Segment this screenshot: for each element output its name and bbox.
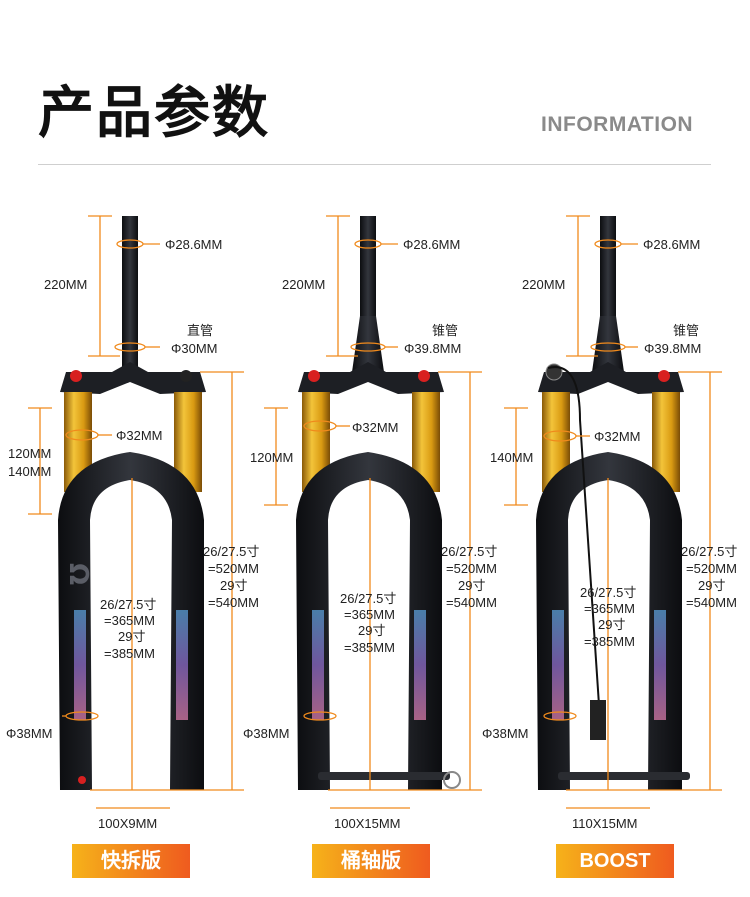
fork-1-lower-diameter: Φ38MM — [6, 726, 53, 741]
fork-3-inner-2: =365MM — [584, 601, 635, 616]
fork-1-inner-1: 26/27.5寸 — [100, 597, 157, 612]
fork-3-crown-diameter: Φ39.8MM — [644, 341, 702, 356]
fork-2-steerer-length: 220MM — [282, 277, 326, 292]
fork-2-a2c-2: =520MM — [446, 561, 497, 576]
fork-1-steerer-diameter: Φ28.6MM — [165, 237, 223, 252]
fork-1-inner-4: =385MM — [104, 646, 155, 661]
fork-1-badge: 快拆版 — [72, 844, 190, 878]
fork-3-steerer-type: 锥管 — [673, 323, 700, 338]
fork-3-drawing — [536, 216, 690, 790]
fork-3-badge: BOOST — [556, 844, 674, 878]
fork-3-a2c-3: 29寸 — [698, 578, 726, 593]
fork-2-travel-a: 120MM — [250, 450, 294, 465]
fork-3-lower-diameter: Φ38MM — [482, 726, 529, 741]
fork-3-a2c-4: =540MM — [686, 595, 737, 610]
fork-2-badge: 桶轴版 — [312, 844, 430, 878]
page-subtitle: INFORMATION — [541, 113, 694, 136]
fork-1-a2c-2: =520MM — [208, 561, 259, 576]
fork-3-a2c-2: =520MM — [686, 561, 737, 576]
fork-3-hub-spacing: 110X15MM — [572, 816, 638, 831]
fork-1-a2c-3: 29寸 — [220, 578, 248, 593]
fork-2-hub-spacing: 100X15MM — [334, 816, 401, 831]
fork-3-inner-1: 26/27.5寸 — [580, 585, 637, 600]
fork-2-inner-4: =385MM — [344, 640, 395, 655]
dimension-lines — [28, 215, 722, 809]
fork-3-inner-3: 29寸 — [598, 617, 626, 632]
fork-1-a2c-1: 26/27.5寸 — [203, 544, 260, 559]
fork-2-inner-1: 26/27.5寸 — [340, 591, 397, 606]
fork-1-travel-a: 120MM — [8, 446, 52, 461]
fork-1-a2c-4: =540MM — [208, 595, 259, 610]
fork-1-inner-3: 29寸 — [118, 629, 146, 644]
header-divider — [38, 164, 711, 165]
fork-3-inner-4: =385MM — [584, 634, 635, 649]
fork-2-a2c-3: 29寸 — [458, 578, 486, 593]
fork-1-steerer-length: 220MM — [44, 277, 88, 292]
fork-2-stanchion-diameter: Φ32MM — [352, 420, 399, 435]
fork-1-stanchion-diameter: Φ32MM — [116, 428, 163, 443]
fork-2-inner-3: 29寸 — [358, 623, 386, 638]
fork-2-crown-diameter: Φ39.8MM — [404, 341, 462, 356]
fork-2-a2c-1: 26/27.5寸 — [441, 544, 498, 559]
fork-2-lower-diameter: Φ38MM — [243, 726, 290, 741]
fork-2-steerer-type: 锥管 — [432, 323, 459, 338]
fork-2-a2c-4: =540MM — [446, 595, 497, 610]
fork-1-crown-diameter: Φ30MM — [171, 341, 218, 356]
svg-text:Ω: Ω — [63, 563, 93, 585]
fork-2-inner-2: =365MM — [344, 607, 395, 622]
fork-2-steerer-diameter: Φ28.6MM — [403, 237, 461, 252]
fork-3-steerer-diameter: Φ28.6MM — [643, 237, 701, 252]
fork-1-inner-2: =365MM — [104, 613, 155, 628]
fork-1-steerer-type: 直管 — [187, 323, 214, 338]
fork-3-travel-a: 140MM — [490, 450, 534, 465]
fork-1-hub-spacing: 100X9MM — [98, 816, 158, 831]
fork-1-drawing: Ω — [58, 216, 206, 790]
fork-3-steerer-length: 220MM — [522, 277, 566, 292]
fork-3-stanchion-diameter: Φ32MM — [594, 429, 641, 444]
fork-2-drawing — [296, 216, 461, 790]
fork-3-a2c-1: 26/27.5寸 — [681, 544, 738, 559]
fork-1-travel-b: 140MM — [8, 464, 52, 479]
page-title: 产品参数 — [38, 81, 270, 146]
